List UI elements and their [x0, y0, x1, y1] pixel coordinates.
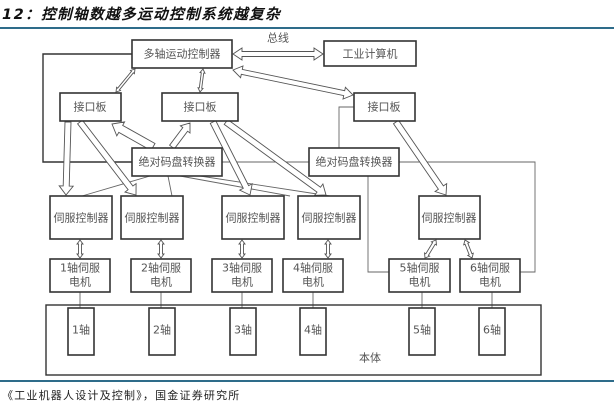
arrow-board3-servo5 — [392, 119, 448, 196]
arrow-board2-servo4 — [223, 118, 327, 196]
arrow-servo2-motor2 — [157, 239, 165, 259]
encoder-converter-2-label: 绝对码盘转换器 — [316, 155, 393, 169]
node-axis-1: 1轴 — [67, 307, 95, 356]
node-servo-controller-5: 伺服控制器 — [418, 195, 481, 240]
industrial-pc-label: 工业计算机 — [343, 47, 398, 61]
arrow-servo4-motor4 — [324, 239, 332, 259]
body-label: 本体 — [359, 351, 381, 365]
wire-encoder2-motor6 — [399, 161, 536, 273]
node-servo-controller-3: 伺服控制器 — [221, 195, 285, 240]
node-industrial-pc: 工业计算机 — [323, 40, 417, 67]
motor-2-label-2: 电机 — [150, 275, 172, 289]
node-interface-board-1: 接口板 — [59, 92, 122, 122]
arrow-controller-board2 — [197, 68, 206, 93]
node-motion-controller: 多轴运动控制器 — [131, 39, 233, 69]
wire-board3-encoder2 — [338, 106, 354, 148]
motor-3-label-2: 电机 — [231, 275, 253, 289]
source-divider — [0, 380, 614, 382]
encoder-converter-1-label: 绝对码盘转换器 — [139, 155, 216, 169]
wire-encoder1-servo4 — [199, 175, 331, 197]
axis-4-label: 4轴 — [304, 323, 322, 337]
node-servo-controller-4: 伺服控制器 — [297, 195, 361, 240]
arrow-servo1-motor1 — [76, 239, 84, 259]
arrows — [58, 47, 474, 259]
node-axis-6: 6轴 — [478, 307, 506, 356]
node-axis-4: 4轴 — [299, 307, 327, 356]
arrow-bus-controller-pc — [232, 47, 324, 61]
servo-controller-3-label: 伺服控制器 — [226, 211, 281, 225]
axis-6-label: 6轴 — [483, 323, 501, 337]
node-encoder-converter-1: 绝对码盘转换器 — [131, 147, 223, 177]
arrow-servo3-motor3 — [238, 239, 246, 259]
axis-5-label: 5轴 — [413, 323, 431, 337]
arrow-board2-servo3 — [209, 119, 253, 196]
arrow-servo5-motor6 — [463, 239, 474, 259]
robot-body-frame — [45, 304, 542, 376]
node-interface-board-2: 接口板 — [161, 92, 239, 122]
arrow-servo5-motor5 — [423, 239, 438, 259]
motor-5-label-2: 电机 — [409, 275, 431, 289]
wire-encoder1-servo3 — [179, 175, 291, 197]
arrow-controller-board3 — [232, 65, 354, 100]
wire-encoder1-servo1 — [81, 175, 151, 197]
node-encoder-converter-2: 绝对码盘转换器 — [308, 147, 400, 177]
node-axis-2: 2轴 — [148, 307, 176, 356]
interface-board-3-label: 接口板 — [368, 100, 401, 114]
servo-controller-4-label: 伺服控制器 — [302, 211, 357, 225]
motor-1-label-2: 电机 — [69, 275, 91, 289]
motor-1-label-1: 1轴伺服 — [60, 261, 100, 275]
axis-2-label: 2轴 — [153, 323, 171, 337]
motion-controller-label: 多轴运动控制器 — [144, 47, 221, 61]
axis-3-label: 3轴 — [234, 323, 252, 337]
motor-6-label-2: 电机 — [479, 275, 501, 289]
servo-controller-2-label: 伺服控制器 — [125, 211, 180, 225]
motor-4-label-1: 4轴伺服 — [293, 261, 333, 275]
wire-encoder1-servo2 — [167, 175, 173, 197]
arrow-board1-servo1 — [58, 121, 75, 196]
motor-2-label-1: 2轴伺服 — [141, 261, 181, 275]
node-axis-3: 3轴 — [229, 307, 257, 356]
title-divider — [0, 27, 614, 29]
wire-controller-encoder1 — [42, 53, 132, 163]
figure-title: 12：控制轴数越多运动控制系统越复杂 — [2, 7, 282, 23]
robot-axes: 1轴 2轴 3轴 4轴 5轴 6轴 — [67, 307, 506, 356]
node-interface-board-3: 接口板 — [353, 92, 416, 122]
arrow-controller-board1 — [115, 68, 136, 93]
axis-1-label: 1轴 — [72, 323, 90, 337]
arrow-encoder1-board2 — [168, 122, 191, 150]
servo-controller-1-label: 伺服控制器 — [54, 211, 109, 225]
figure-source: 《工业机器人设计及控制》，国金证券研究所 — [2, 389, 241, 402]
node-axis-5: 5轴 — [408, 307, 436, 356]
arrow-encoder1-board1 — [111, 121, 156, 152]
interface-board-2-label: 接口板 — [184, 100, 217, 114]
motor-5-label-1: 5轴伺服 — [400, 261, 440, 275]
bus-label: 总线 — [267, 31, 289, 45]
motor-4-label-2: 电机 — [302, 275, 324, 289]
motor-3-label-1: 3轴伺服 — [222, 261, 262, 275]
arrow-board1-servo2 — [76, 119, 137, 196]
node-servo-controller-1: 伺服控制器 — [49, 195, 113, 240]
interface-board-1-label: 接口板 — [74, 100, 107, 114]
motor-6-label-1: 6轴伺服 — [470, 261, 510, 275]
servo-controller-5-label: 伺服控制器 — [422, 211, 477, 225]
wire-encoder2-motor5 — [367, 176, 389, 273]
node-servo-controller-2: 伺服控制器 — [120, 195, 184, 240]
